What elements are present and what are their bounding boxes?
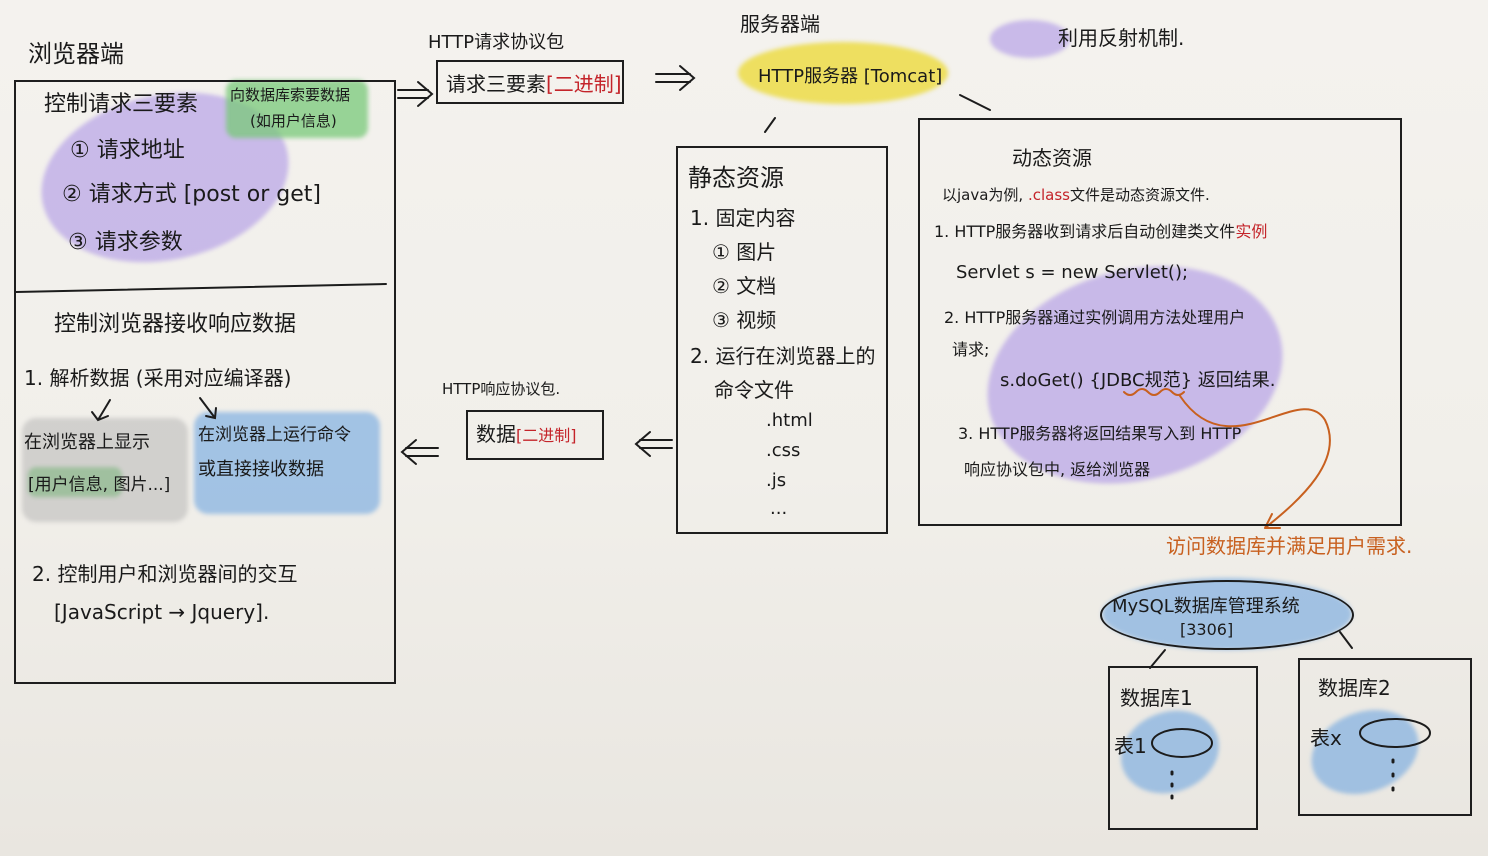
server-to-dynamic-line [959,94,991,111]
static-item: ② 文档 [712,274,777,298]
run-text-2: 或直接接收数据 [198,459,324,480]
request-item: ① 请求地址 [70,138,185,163]
request-item: ② 请求方式 [post or get] [62,182,322,207]
doget-code-a: s.doGet() { [1000,370,1101,391]
response-packet-text: 数据 [476,422,516,446]
arrow-to-server [655,65,696,91]
purple-legend-swatch [990,20,1070,58]
intro-part: 文件是动态资源文件. [1069,186,1210,204]
arrow-to-request-packet [397,81,434,107]
db-request-note: 向数据库索要数据 [230,86,351,104]
servlet-code: Servlet s = new Servlet(); [956,262,1189,283]
server-cloud [738,42,948,104]
grey-highlight [22,418,188,522]
step1-text: 1. HTTP服务器收到请求后自动创建类文件 [934,222,1236,241]
doget-code-c: } 返回结果. [1180,370,1276,391]
command-file-2: 命令文件 [714,378,794,402]
dynamic-step-2a: 2. HTTP服务器通过实例调用方法处理用户 [944,308,1246,327]
table1-ellipse [1151,728,1213,758]
database-1-name: 数据库1 [1120,686,1193,710]
static-panel [676,146,888,534]
intro-part: 以java为例, [942,186,1028,204]
server-to-static-line [764,117,776,133]
instance-keyword: 实例 [1235,222,1268,241]
mysql-outline [1100,580,1354,650]
blue-highlight [194,412,380,514]
database-1-table: 表1 [1114,734,1147,758]
tablex-ellipse [1359,718,1431,748]
request-packet-label: HTTP请求协议包 [428,32,565,53]
mysql-label: MySQL数据库管理系统 [1112,596,1300,617]
response-packet-box [466,410,604,460]
request-packet-content: 请求三要素[二进制] [446,68,622,97]
request-packet-suffix: [二进制] [546,72,622,96]
arrow-to-browser [400,439,439,465]
dynamic-title: 动态资源 [1012,146,1092,170]
js-note: [JavaScript → Jquery]. [54,600,270,624]
database-1-box [1108,666,1258,830]
dynamic-panel [918,118,1402,526]
parse-arrow-left [91,399,111,422]
browser-title: 浏览器端 [28,40,124,68]
jdbc-label: JDBC规范 [1100,370,1181,391]
request-heading: 控制请求三要素 [44,92,199,117]
browser-panel [14,80,396,684]
parse-arrow-right [199,397,217,420]
run-text-1: 在浏览器上运行命令 [198,425,351,445]
arrow-to-response-packet [634,431,673,457]
dynamic-step-3a: 3. HTTP服务器将返回结果写入到 HTTP [958,424,1242,443]
response-packet-suffix: [二进制] [516,426,577,445]
response-heading: 控制浏览器接收响应数据 [54,312,297,337]
green-highlight-userinfo [28,467,122,497]
class-keyword: .class [1027,186,1070,204]
file-ext: .css [766,440,801,461]
dynamic-step-1: 1. HTTP服务器收到请求后自动创建类文件实例 [934,218,1267,242]
display-text-1: 在浏览器上显示 [24,432,150,453]
request-packet-box [436,60,624,104]
request-packet-text: 请求三要素 [446,72,546,96]
green-highlight [226,80,368,138]
file-ext: .js [766,470,787,491]
jdbc-wavy-underline [1123,388,1185,396]
mysql-port: [3306] [1180,620,1234,639]
file-ext: .html [766,410,813,431]
file-ext: ... [770,498,788,519]
display-text-2: [用户信息, 图片...] [28,475,171,495]
database-2-box [1298,658,1472,816]
reflection-legend: 利用反射机制. [1058,26,1185,50]
db-request-note-2: (如用户信息) [250,112,337,130]
command-file-1: 2. 运行在浏览器上的 [690,344,876,368]
mysql-db1-line [1149,649,1166,669]
fixed-content: 1. 固定内容 [690,206,796,230]
parse-step: 1. 解析数据 (采用对应编译器) [24,366,292,390]
response-packet-content: 数据[二进制] [476,418,577,447]
interaction-step: 2. 控制用户和浏览器间的交互 [32,562,298,586]
dynamic-step-3b: 响应协议包中, 返给浏览器 [964,460,1151,479]
server-cloud-label: HTTP服务器 [Tomcat] [758,66,943,87]
browser-divider [15,283,387,293]
request-item: ③ 请求参数 [68,230,183,255]
doget-code: s.doGet() {JDBC规范} 返回结果. [1000,366,1276,392]
dynamic-step-2b: 请求; [952,340,990,359]
database-2-name: 数据库2 [1318,676,1391,700]
response-packet-label: HTTP响应协议包. [442,380,561,398]
static-item: ③ 视频 [712,308,777,332]
database-2-table: 表x [1310,726,1342,750]
static-title: 静态资源 [688,164,784,192]
static-item: ① 图片 [712,240,777,264]
mysql-db2-line [1339,631,1353,649]
db-access-note: 访问数据库并满足用户需求. [1166,534,1413,558]
dynamic-intro: 以java为例, .class文件是动态资源文件. [942,184,1210,205]
server-label: 服务器端 [740,12,820,36]
